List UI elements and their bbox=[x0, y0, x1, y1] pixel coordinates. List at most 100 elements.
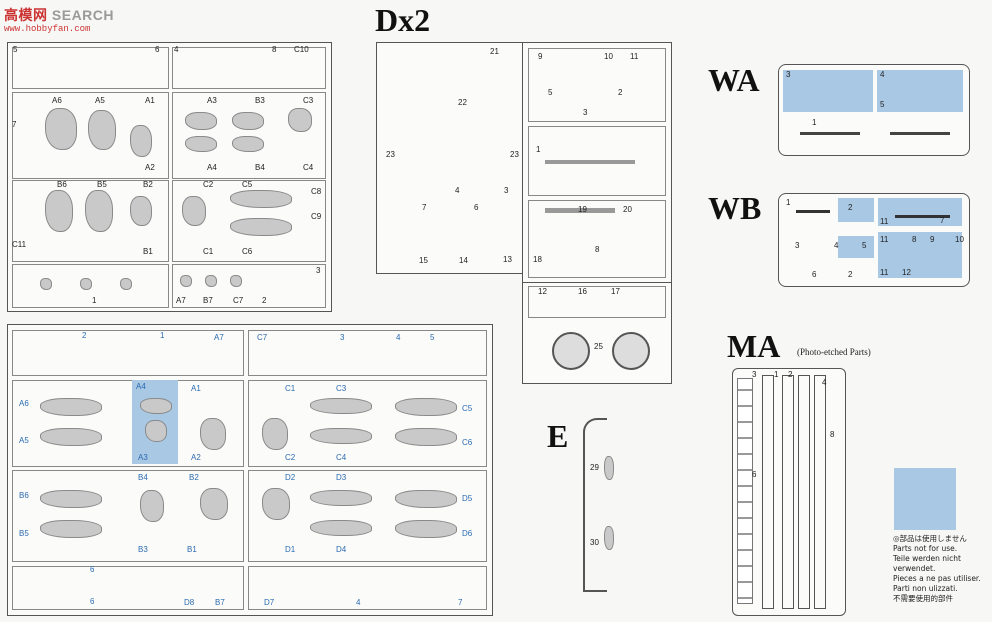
part-b3 bbox=[232, 112, 264, 130]
wa-highlight-left bbox=[783, 70, 873, 112]
sprue-dx2-title: Dx2 bbox=[375, 2, 431, 38]
sprue-a-label: 5 bbox=[13, 45, 18, 54]
sprue-b-cell-mid-right bbox=[248, 380, 487, 467]
part-head-1 bbox=[40, 278, 52, 290]
dx2-label: 6 bbox=[474, 203, 479, 212]
sprue-a-cell-low-left bbox=[12, 180, 169, 262]
watermark-url: www.hobbyfan.com bbox=[4, 24, 91, 34]
sprue-b-label: A5 bbox=[19, 436, 29, 445]
sprue-b-label: C3 bbox=[336, 384, 347, 393]
part-c6 bbox=[230, 218, 292, 236]
wb-label: 4 bbox=[834, 241, 839, 250]
legend-line: Parts not for use. bbox=[893, 544, 958, 553]
part-b2 bbox=[130, 196, 152, 226]
sprue-ma-subtitle: (Photo-etched Parts) bbox=[797, 347, 871, 357]
legend-line: Pieces a ne pas utiliser. bbox=[893, 574, 981, 583]
sprue-a-label: C11 bbox=[12, 240, 27, 249]
sprue-a-label: B6 bbox=[57, 180, 67, 189]
sprue-a-label: B2 bbox=[143, 180, 153, 189]
ma-label: 1 bbox=[774, 370, 779, 379]
sprue-a-label: C10 bbox=[294, 45, 309, 54]
sprue-b-label: D1 bbox=[285, 545, 296, 554]
wb-highlight-bl bbox=[838, 236, 874, 258]
wa-label: 4 bbox=[880, 70, 885, 79]
wa-label: 5 bbox=[880, 100, 885, 109]
part-d3-b bbox=[310, 490, 372, 506]
part-a1 bbox=[130, 125, 152, 157]
sprue-b-cell-low-left bbox=[12, 470, 244, 562]
dx2-label: 22 bbox=[458, 98, 467, 107]
part-c6-b bbox=[395, 428, 457, 446]
part-b6-b bbox=[40, 490, 102, 508]
sprue-a-label: B5 bbox=[97, 180, 107, 189]
part-b4 bbox=[232, 136, 264, 152]
sprue-b-cell-bottom-right bbox=[248, 566, 487, 610]
part-b2-b bbox=[200, 488, 228, 520]
sprue-a-label: 8 bbox=[272, 45, 277, 54]
dx2-label: 5 bbox=[548, 88, 553, 97]
wa-rifle-1 bbox=[800, 132, 860, 135]
dx2-label: 23 bbox=[510, 150, 519, 159]
part-c5 bbox=[230, 190, 292, 208]
dx2-label: 3 bbox=[504, 186, 509, 195]
sprue-a-label: C6 bbox=[242, 247, 253, 256]
sprue-b-label: D2 bbox=[285, 473, 296, 482]
part-b5-b bbox=[40, 520, 102, 538]
wa-rifle-2 bbox=[890, 132, 950, 135]
ma-label: 3 bbox=[752, 370, 757, 379]
sprue-dx2-bottom bbox=[522, 282, 672, 384]
part-head-5 bbox=[205, 275, 217, 287]
sprue-wb-title: WB bbox=[708, 190, 762, 226]
sprue-a-label: C2 bbox=[203, 180, 214, 189]
dx2-label: 1 bbox=[536, 145, 541, 154]
part-head-2 bbox=[80, 278, 92, 290]
sprue-b-label: 6 bbox=[90, 597, 95, 606]
wb-label: 10 bbox=[955, 235, 964, 244]
sprue-b-label: C1 bbox=[285, 384, 296, 393]
ma-label: 6 bbox=[752, 470, 757, 479]
sprue-a-label: 1 bbox=[92, 296, 97, 305]
legend-swatch bbox=[894, 468, 956, 530]
dx2-label: 20 bbox=[623, 205, 632, 214]
part-a5-b bbox=[40, 428, 102, 446]
sprue-a-label: C3 bbox=[303, 96, 314, 105]
part-head-6 bbox=[230, 275, 242, 287]
part-c3-b bbox=[310, 398, 372, 414]
sprue-b-label: 1 bbox=[160, 331, 165, 340]
sprue-b-label: D8 bbox=[184, 598, 195, 607]
legend-line: Teile werden nicht verwendet. bbox=[893, 554, 961, 573]
sprue-b-label: D7 bbox=[264, 598, 275, 607]
part-a3 bbox=[185, 112, 217, 130]
dx2-barrel bbox=[545, 208, 615, 213]
part-d5-b bbox=[395, 490, 457, 508]
dx2-wheel-1 bbox=[552, 332, 590, 370]
sprue-a bbox=[7, 42, 332, 312]
sprue-a-cell-mid-right bbox=[172, 92, 326, 179]
wb-label: 6 bbox=[812, 270, 817, 279]
part-a1-b bbox=[200, 418, 226, 450]
part-c5-b bbox=[395, 398, 457, 416]
sprue-b-label: C7 bbox=[257, 333, 268, 342]
sprue-a-label: A1 bbox=[145, 96, 155, 105]
sprue-ma-title: MA bbox=[727, 328, 781, 364]
legend-text: ◎部品は使用しません Parts not for use. Teile werd… bbox=[893, 534, 992, 604]
sprue-a-cell-top-right bbox=[172, 47, 326, 89]
sprue-b-label: 6 bbox=[90, 565, 95, 574]
wb-highlight-tr bbox=[878, 198, 962, 226]
part-head-4 bbox=[180, 275, 192, 287]
sprue-b-cell-mid-left bbox=[12, 380, 244, 467]
sprue-b-label: A7 bbox=[214, 333, 224, 342]
part-c1-b bbox=[262, 418, 288, 450]
sprue-b-label: 2 bbox=[82, 331, 87, 340]
sprue-b-label: 5 bbox=[430, 333, 435, 342]
part-a5 bbox=[88, 110, 116, 150]
wb-label: 9 bbox=[930, 235, 935, 244]
dx2-label: 12 bbox=[538, 287, 547, 296]
sprue-a-label: 2 bbox=[262, 296, 267, 305]
sprue-b-cell-top-right bbox=[248, 330, 487, 376]
part-a6-b bbox=[40, 398, 102, 416]
sprue-b-label: A2 bbox=[191, 453, 201, 462]
dx2-label: 13 bbox=[503, 255, 512, 264]
dx2-label: 23 bbox=[386, 150, 395, 159]
dx2-shaft bbox=[545, 160, 635, 164]
